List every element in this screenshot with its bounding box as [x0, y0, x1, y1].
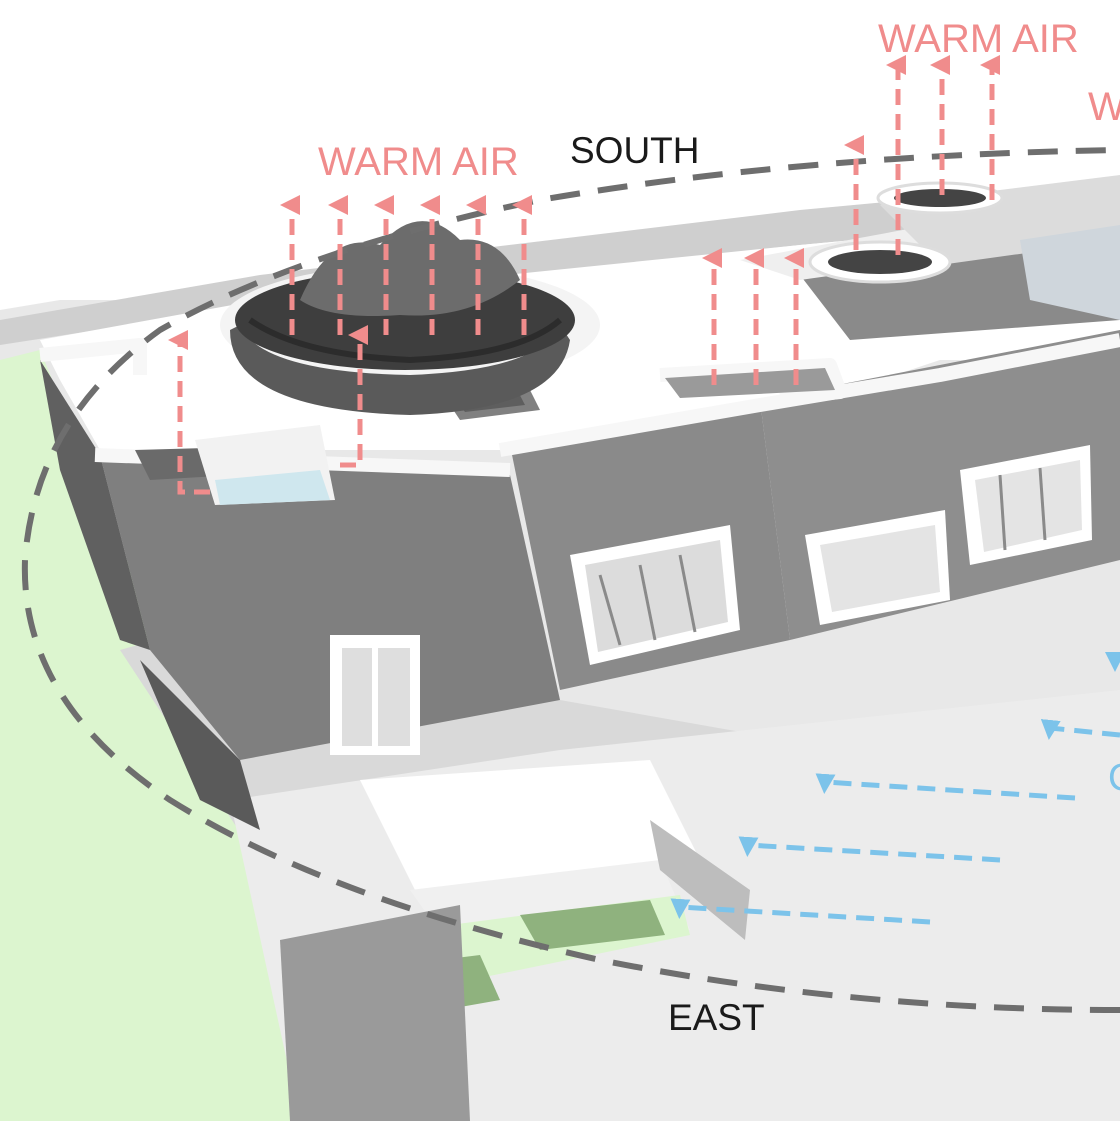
rear-wall: [0, 180, 1120, 345]
warm-air-label-right: WARM AIR: [878, 17, 1079, 61]
warm-arrow-up-icon: [168, 330, 210, 495]
lawn-left: [0, 350, 300, 1121]
cool-arrow-left-icon: [1040, 719, 1120, 740]
roof-wells: [808, 181, 1120, 320]
courtyard-planter: [220, 221, 600, 415]
cool-arrow-left-icon: [738, 836, 1001, 863]
warm-air-label-left: WARM AIR: [318, 140, 519, 184]
window-1: [570, 525, 740, 665]
window-4: [330, 635, 420, 755]
sun-path: [21, 147, 1120, 1013]
cool-arrow-left-icon: [815, 773, 1076, 801]
warm-air-arrows: [168, 55, 1000, 495]
warm-arrow-up-icon: [340, 325, 368, 468]
cool-arrow-left-icon: [670, 898, 931, 925]
east-label: EAST: [668, 997, 765, 1038]
entrance-steps: [280, 760, 750, 1121]
labels: WARM AIR WARM AIR W SOUTH EAST C: [318, 17, 1120, 1038]
warm-air-label-edge: W: [1088, 85, 1120, 129]
roof-vent-unit: [195, 425, 335, 505]
cool-air-arrows: [670, 652, 1120, 925]
south-label: SOUTH: [570, 130, 700, 171]
window-2: [805, 510, 950, 625]
cool-air-label-edge: C: [1108, 757, 1120, 799]
glazed-roof-module: [1020, 225, 1120, 320]
window-3: [960, 445, 1092, 565]
windows: [330, 445, 1092, 755]
